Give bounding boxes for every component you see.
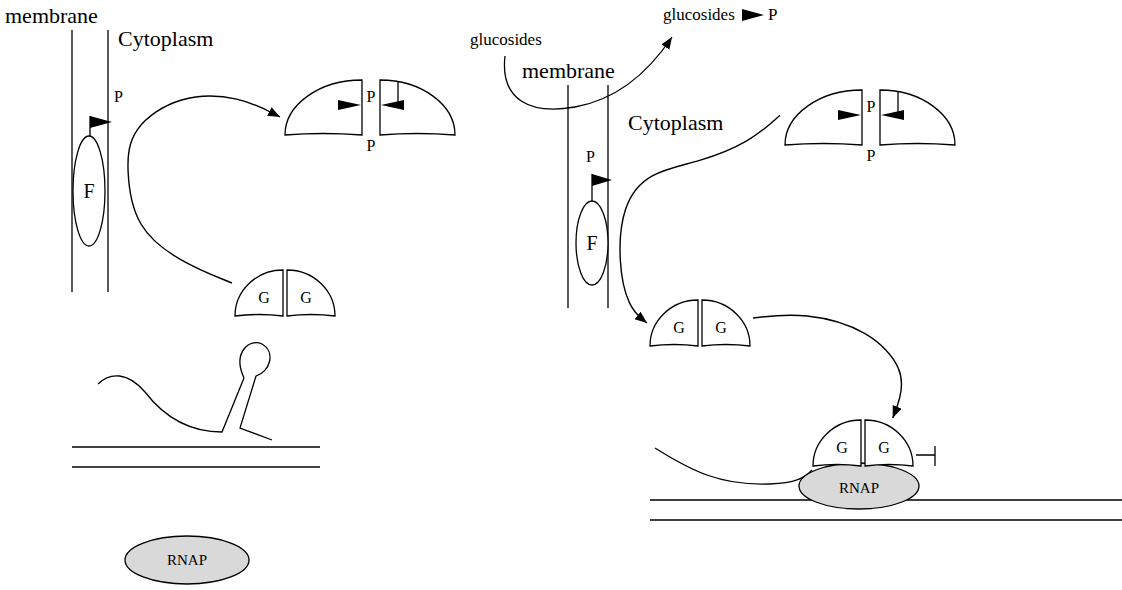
node-label: G — [878, 440, 890, 456]
protein-dimer: GG — [232, 268, 338, 318]
protein-dimer: GG — [810, 418, 916, 468]
subunit-outline — [285, 80, 362, 135]
node-shape — [647, 298, 753, 348]
rna-strand — [98, 376, 244, 432]
binding-bracket — [916, 446, 935, 466]
subunit-outline — [287, 270, 335, 316]
polymerase-ellipse: RNAP — [798, 462, 920, 510]
phosphate-marker — [381, 100, 404, 110]
reaction-arrow — [128, 96, 280, 283]
node-label: P — [867, 99, 876, 115]
reaction-arrow — [620, 115, 780, 323]
phosphate-label: P — [768, 5, 777, 25]
node-outline — [799, 463, 919, 509]
node-label: G — [300, 290, 312, 306]
phosphate-marker — [592, 174, 612, 186]
polymerase-ellipse: RNAP — [124, 535, 250, 585]
phosphate-marker — [881, 110, 904, 120]
node-shape — [232, 268, 338, 318]
protein-dimer: GG — [647, 298, 753, 348]
phospho-dimer: PP — [780, 88, 960, 166]
node-label: P — [367, 89, 376, 105]
dna-strand — [650, 519, 1122, 520]
region-label: Cytoplasm — [628, 110, 723, 135]
phosphate-marker — [90, 116, 112, 128]
phospho-dimer: PP — [280, 78, 460, 156]
dna-strand — [72, 466, 320, 467]
subunit-outline — [650, 300, 698, 346]
node-label: P — [367, 138, 376, 154]
node-label: G — [258, 290, 270, 306]
phosphate-marker — [742, 9, 764, 21]
rna-strand — [655, 448, 812, 484]
dna-strand — [72, 446, 320, 447]
reaction-arrow — [753, 315, 902, 418]
phosphate-stem — [397, 81, 398, 102]
node-label: RNAP — [167, 553, 207, 568]
subunit-outline — [235, 270, 283, 316]
node-shape — [810, 418, 916, 468]
enzyme-ellipse: F — [72, 135, 106, 247]
phosphate-label: P — [586, 148, 595, 166]
region-label: membrane — [522, 58, 615, 83]
phosphate-label: P — [114, 88, 123, 106]
region-label: Cytoplasm — [118, 26, 213, 51]
node-outline — [576, 201, 608, 285]
membrane-line — [107, 30, 108, 292]
phosphate-marker — [838, 110, 861, 120]
membrane-line — [567, 85, 568, 308]
node-label: RNAP — [839, 481, 879, 496]
subunit-outline — [785, 90, 862, 145]
region-label: membrane — [5, 3, 98, 28]
node-outline — [73, 136, 105, 246]
subunit-outline — [380, 80, 455, 135]
membrane-line — [607, 85, 608, 308]
enzyme-ellipse: F — [575, 200, 609, 286]
node-label: G — [715, 320, 727, 336]
phosphate-stem — [897, 91, 898, 112]
subunit-outline — [813, 420, 861, 466]
subunit-outline — [702, 300, 750, 346]
node-label: F — [83, 181, 94, 201]
phosphate-marker — [338, 100, 361, 110]
node-outline — [125, 536, 249, 584]
substrate-label: glucosides — [663, 5, 735, 25]
subunit-outline — [880, 90, 955, 145]
node-label: G — [673, 320, 685, 336]
node-label: F — [586, 233, 597, 253]
subunit-outline — [865, 420, 913, 466]
membrane-line — [71, 30, 72, 292]
substrate-label: glucosides — [470, 30, 542, 50]
node-label: G — [836, 440, 848, 456]
terminator-hairpin — [240, 343, 272, 440]
node-label: P — [867, 148, 876, 164]
